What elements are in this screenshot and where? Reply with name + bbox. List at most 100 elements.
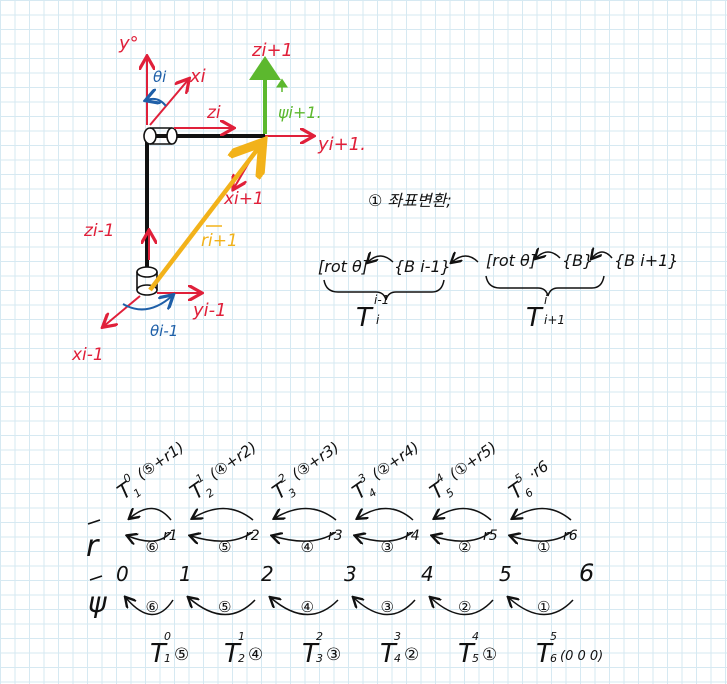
B-i-1: {B i-1} [394,257,451,276]
node-4: 4 [421,562,434,586]
zi1-label: zi+1 [251,40,293,61]
brace-right [485,275,605,297]
bottom-T-base-5: T [458,639,476,669]
theta-i-arc [147,99,167,107]
bottom-T-extra-6: (0 0 0) [560,649,603,664]
zi-1-label: zi-1 [83,221,115,241]
bottom-T-extra-3: ③ [326,645,341,665]
r-circle-1: ⑥ [146,538,159,556]
bottom-T-sub-6: 6 [550,652,557,665]
bottom-T-sup-3: 2 [316,630,323,643]
top-transform-3: T23(③+r3) [268,438,343,504]
node-0: 0 [116,562,129,586]
r-node-label-2: r2 [245,528,260,544]
bottom-T-base-4: T [380,639,398,669]
psi-circle-5: ② [458,598,471,616]
yi1-label: yi+1. [317,134,366,155]
r-circle-4: ③ [381,538,394,556]
top-T-extra-3: (③+r3) [288,438,342,483]
xi-1-label: xi-1 [71,345,104,365]
xi-axis [149,80,188,126]
r-vector-bar [87,519,101,525]
arrow-B1 [452,256,479,262]
bottom-T-sub-1: 1 [164,652,171,665]
psi-arc-6 [509,598,574,616]
r-top-arc-2 [193,507,254,521]
psi-arc-1 [126,598,174,616]
r-arc-1 [128,531,172,541]
psi-i1-label: ψi+1. [278,103,322,122]
xi-label: xi [189,66,206,87]
arrow-rot2 [536,252,561,258]
r-top-arc-3 [275,507,337,521]
top-transform-2: T12(④+r2) [185,438,260,504]
bottom-T-base-1: T [150,639,168,669]
bottom-T-sub-3: 3 [316,652,323,665]
top-T-extra-4: (②+r4) [368,438,422,483]
B-i1: {B i+1} [614,251,678,270]
bottom-T-extra-5: ① [482,645,497,665]
robot-frame-diagram: y° θi xi zi zi+1 ψi+1. yi+1. xi+1 zi-1 r… [71,33,366,365]
top-transform-4: T34(②+r4) [348,438,423,504]
node-5: 5 [499,562,512,586]
r-node-label-1: r1 [163,528,178,544]
rot-theta-2: [rot θ] [486,251,536,270]
T-left: T [356,303,374,333]
top-T-extra-6: ·r6 [525,457,552,483]
top-T-extra-5: (①+r5) [446,438,500,483]
psi-vector-label: ψ [88,586,107,619]
r-i1-label: ri+1 [201,231,238,251]
top-transform-1: T01(⑤+r1) [113,438,188,504]
yi-1-label: yi-1 [192,300,227,321]
r-circle-5: ② [458,538,471,556]
bottom-T-sup-2: 1 [238,630,245,643]
psi-arc-5 [431,598,494,616]
zi-label: zi [206,103,221,123]
joint-cylinder-bottom [136,266,158,296]
r-arc-5 [433,531,492,541]
psi-arc-4 [354,598,416,616]
node-2: 2 [261,562,274,586]
psi-circle-6: ① [537,598,550,616]
r-circle-6: ① [537,538,550,556]
theta-i-1-label: θi-1 [150,322,178,340]
bottom-T-sup-5: 4 [472,630,479,643]
r-arc-3 [273,531,337,541]
r-arc-6 [511,531,572,541]
top-T-extra-1: (⑤+r1) [133,438,187,483]
r-node-label-6: r6 [563,528,578,544]
T-right-sup: i [544,293,548,307]
r-arc-4 [356,531,414,541]
psi-circle-1: ⑥ [146,598,159,616]
y0-label: y° [118,33,139,54]
psi-arc-3 [271,598,339,616]
psi-arc-2 [189,598,256,616]
bottom-T-sub-4: 4 [394,652,401,665]
psi-circle-4: ③ [381,598,394,616]
theta-i-label: θi [153,68,167,86]
r-top-arc-1 [130,508,172,520]
r-top-arc-4 [358,507,414,521]
r-vector [148,146,260,292]
top-transform-6: T56·r6 [504,457,552,504]
r-node-label-5: r5 [483,528,498,544]
arrow-B2 [592,252,613,258]
top-T-extra-2: (④+r2) [206,438,260,483]
node-6: 6 [579,559,594,587]
bottom-T-base-6: T [536,639,554,669]
bottom-T-base-2: T [224,639,242,669]
bottom-T-sup-6: 5 [550,630,557,643]
psi-circle-2: ⑤ [218,598,231,616]
node-1: 1 [179,562,192,586]
r-arc-2 [191,531,254,541]
rot-theta-1: [rot θ] [318,257,368,276]
T-right-sub: i+1 [544,313,565,327]
top-transform-5: T45(①+r5) [425,438,500,504]
bottom-T-sub-2: 2 [238,652,245,665]
r-circle-2: ⑤ [218,538,231,556]
arrow-rot1 [368,256,394,262]
brace-left [323,279,445,301]
